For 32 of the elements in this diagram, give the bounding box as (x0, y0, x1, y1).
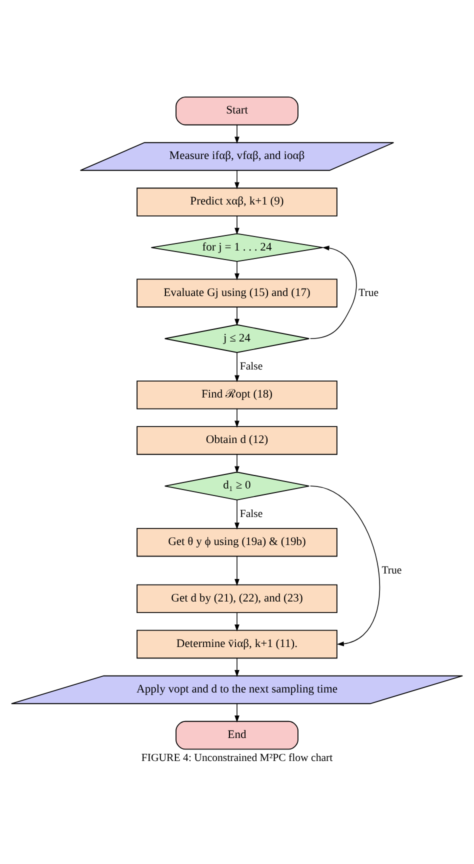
node-box: Evaluate Gj using (15) and (17) (136, 278, 338, 308)
edge-label: False (240, 360, 263, 373)
arrow (310, 486, 380, 646)
arrow (234, 454, 240, 474)
edge-label: False (240, 508, 263, 520)
arrow (234, 612, 240, 632)
node-box: Determine v̄iαβ, k+1 (11). (136, 630, 338, 659)
arrow (234, 352, 240, 382)
arrow (234, 408, 240, 428)
arrow (234, 261, 240, 280)
arrow (234, 216, 240, 235)
arrow (234, 703, 240, 722)
node-box: Start (176, 96, 298, 126)
arrow (234, 658, 240, 677)
arrow (234, 556, 240, 586)
node-diamond: d₁ ≥ 0 (164, 472, 310, 500)
edge-label: True (382, 564, 402, 576)
node-box: Obtain d (12) (136, 426, 338, 455)
arrow (310, 246, 357, 339)
arrow (234, 170, 240, 190)
arrow (234, 306, 240, 326)
arrow (234, 500, 240, 530)
node-box: Get d by (21), (22), and (23) (136, 584, 338, 614)
node-box: End (176, 720, 298, 750)
caption: FIGURE 4: Unconstrained M²PC flow chart (141, 752, 333, 764)
node-box: Find ℛopt (18) (136, 380, 338, 410)
node-box: Predict xαβ, k+1 (9) (136, 188, 338, 216)
arrow (234, 124, 240, 144)
edge-label: True (358, 286, 379, 299)
node-diamond: j ≤ 24 (164, 324, 310, 353)
node-diamond: for j = 1 . . . 24 (150, 233, 324, 262)
node-box: Get θ y ϕ using (19a) & (19b) (136, 528, 338, 557)
